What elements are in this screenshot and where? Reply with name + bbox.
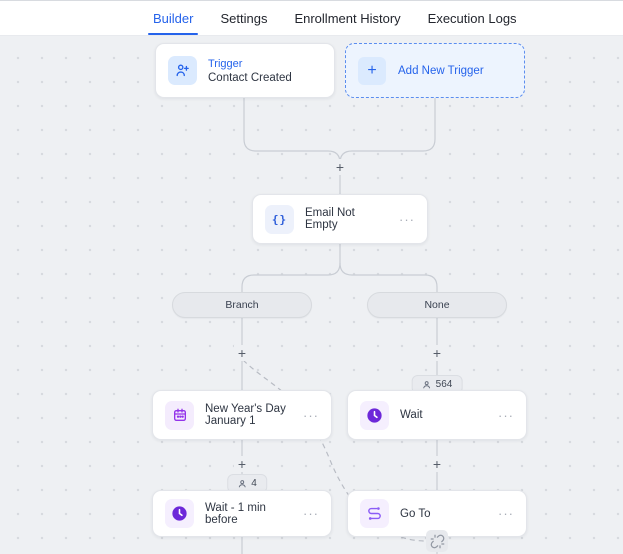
trigger-title: Trigger <box>208 57 243 70</box>
wait-before-label: Wait - 1 min before <box>205 501 266 526</box>
goto-label: Go To <box>400 507 431 520</box>
calendar-icon <box>165 400 194 430</box>
add-step-button[interactable]: + <box>429 456 445 472</box>
flow-canvas[interactable]: + + + + + 564 4 <box>0 36 623 554</box>
node-menu-button[interactable]: ··· <box>303 407 319 423</box>
node-menu-button[interactable]: ··· <box>498 407 514 423</box>
tab-bar: Builder Settings Enrollment History Exec… <box>0 1 623 36</box>
wait-node[interactable]: Wait ··· <box>347 390 527 440</box>
trigger-node[interactable]: Trigger Contact Created <box>155 43 335 98</box>
person-icon <box>423 380 431 388</box>
route-icon <box>360 499 389 528</box>
badge-count: 4 <box>251 478 257 489</box>
broken-link-icon[interactable] <box>426 530 448 552</box>
node-menu-button[interactable]: ··· <box>498 506 514 521</box>
tab-builder[interactable]: Builder <box>147 1 200 35</box>
add-step-button[interactable]: + <box>234 456 250 472</box>
branch-pill-none[interactable]: None <box>367 292 507 318</box>
branch-pill-branch[interactable]: Branch <box>172 292 312 318</box>
wait-before-node[interactable]: Wait - 1 min before ··· <box>152 490 332 537</box>
add-step-button[interactable]: + <box>234 345 250 361</box>
new-years-label: New Year's Day January 1 <box>205 403 286 427</box>
connector-lines <box>241 98 438 554</box>
node-menu-button[interactable]: ··· <box>303 506 319 521</box>
braces-icon: {} <box>265 204 294 234</box>
tab-execution-logs[interactable]: Execution Logs <box>427 10 517 26</box>
node-menu-button[interactable]: ··· <box>399 211 415 227</box>
person-plus-icon <box>168 56 197 85</box>
plus-icon: + <box>358 56 386 85</box>
clock-icon <box>360 400 389 430</box>
tab-enrollment-history[interactable]: Enrollment History <box>294 10 401 26</box>
add-new-trigger-label: Add New Trigger <box>398 64 484 77</box>
condition-node[interactable]: {} Email Not Empty ··· <box>252 194 428 244</box>
clock-icon <box>165 499 194 528</box>
trigger-text: Trigger Contact Created <box>208 58 292 84</box>
person-icon <box>238 479 246 487</box>
add-step-button[interactable]: + <box>429 345 445 361</box>
add-new-trigger-button[interactable]: + Add New Trigger <box>345 43 525 98</box>
badge-count: 564 <box>435 379 453 390</box>
condition-label: Email Not Empty <box>305 207 355 231</box>
add-step-button[interactable]: + <box>332 159 348 175</box>
goto-node[interactable]: Go To ··· <box>347 490 527 537</box>
trigger-subtitle: Contact Created <box>208 71 292 84</box>
tab-settings[interactable]: Settings <box>220 10 268 26</box>
wait-label: Wait <box>400 409 423 421</box>
new-years-node[interactable]: New Year's Day January 1 ··· <box>152 390 332 440</box>
